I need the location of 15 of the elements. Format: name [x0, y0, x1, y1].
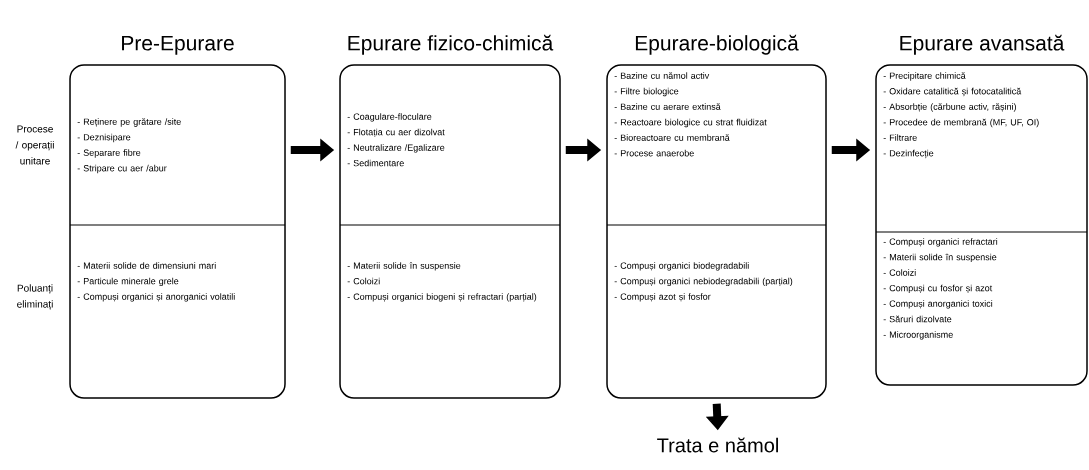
- row-label: Poluanți eliminați: [17, 284, 53, 310]
- output-label: Trata e nămol: [657, 437, 778, 453]
- process-list: - Precipitare chimică - Oxidare catalitică și fotocatalitică - Absorbție (cărbune activ, rășini) - Procedee de membrană (MF, UF, OI) - Filtrare - Dezinfecție: [883, 72, 1039, 159]
- node-label: Epurare fizico-chimică: [348, 34, 554, 55]
- node-label: Epurare avansată: [900, 34, 1065, 55]
- pollutant-list: - Materii solide de dimensiuni mari - Particule minerale grele - Compuși organici și anorganici volatili: [77, 262, 235, 302]
- process-list: - Bazine cu nămol activ - Filtre biologice - Bazine cu aerare extinsă - Reactoare biologice cu strat fluidizat - Bioreactoare cu membrană - Procese anaerobe: [614, 72, 767, 157]
- pollutant-list: - Compuși organici biodegradabili - Compuși organici nebiodegradabili (parțial) - Compuși azot și fosfor: [614, 262, 793, 302]
- process-list: - Reținere pe grătare /site - Deznisipare - Separare fibre - Stripare cu aer /abur: [77, 118, 181, 174]
- pollutant-list: - Compuși organici refractari - Materii solide în suspensie - Coloizi - Compuși cu fosfor și azot - Compuși anorganici toxici - Săruri dizolvate - Microorganisme: [883, 238, 998, 340]
- pollutant-list: - Materii solide în suspensie - Coloizi - Compuși organici biogeni și refractari (parțial): [347, 262, 537, 302]
- row-label: Procese / operații unitare: [15, 125, 54, 165]
- process-list: - Coagulare-floculare - Flotația cu aer dizolvat - Neutralizare /Egalizare - Sedimentare: [347, 113, 445, 167]
- node-label: Pre-Epurare: [122, 35, 234, 55]
- node-label: Epurare-biologică: [635, 34, 799, 55]
